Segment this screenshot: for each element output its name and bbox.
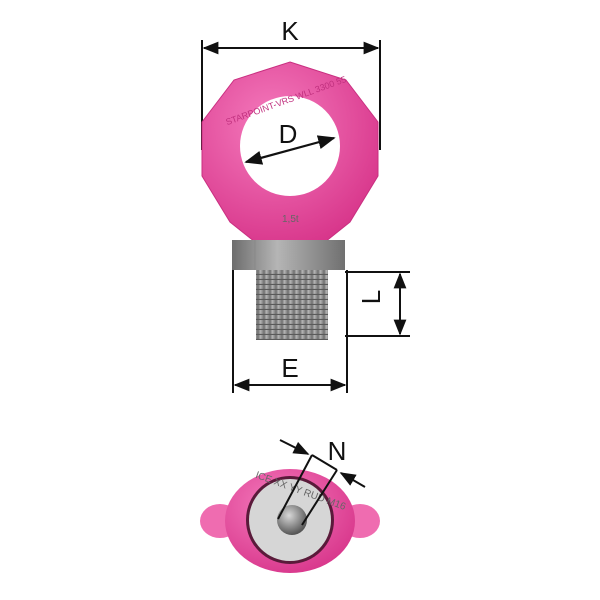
dimension-d: D [244,119,336,165]
dimension-label-e: E [281,353,298,383]
bottom-view: ICE XX YY RUD M16 [200,469,380,573]
dimension-label-k: K [281,16,299,46]
dimension-n: N [277,436,366,526]
dimension-label-l: L [356,290,386,304]
threaded-shank [256,270,328,340]
load-marking: 1,5t [282,214,299,225]
hex-nut [232,240,345,270]
dimension-e: E [232,270,348,393]
eye-ring: STARPOINT-VRS WLL 3300 55 1,5t [201,61,379,243]
dimension-label-n: N [328,436,347,466]
dimension-label-d: D [279,119,298,149]
dimension-l: L [345,271,410,337]
